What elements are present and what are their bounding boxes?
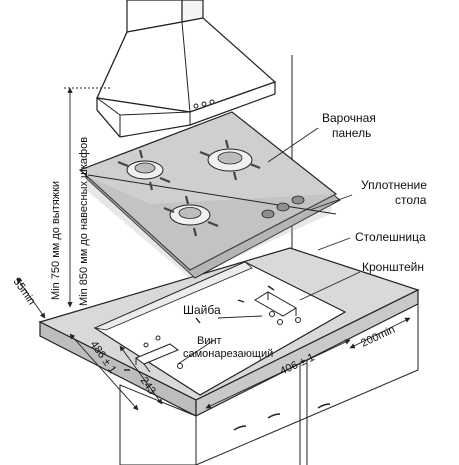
- label-min-750: Min 750 мм до вытяжки: [50, 181, 62, 300]
- label-countertop: Столешница: [355, 230, 426, 244]
- label-washer: Шайба: [183, 303, 221, 317]
- washer-icon: [269, 311, 275, 317]
- washer-icon: [177, 363, 183, 369]
- washer-icon: [155, 335, 161, 341]
- hood-button-icon: [201, 101, 207, 107]
- washer-icon: [295, 317, 301, 323]
- knob-icon: [291, 195, 305, 205]
- screw-icon: [195, 317, 201, 324]
- label-min-850: Min 850 мм до навесных шкафов: [78, 137, 90, 306]
- screw-icon: [237, 299, 245, 303]
- pan-support-icon: [117, 139, 261, 237]
- label-hob-line1: Варочная: [322, 111, 376, 125]
- range-hood: [96, 0, 277, 138]
- washer-icon: [277, 319, 283, 325]
- knob-icon: [276, 202, 290, 212]
- label-hob-line2: панель: [332, 126, 371, 140]
- knob-icon: [261, 209, 275, 219]
- label-screw-line2: самонарезающий: [183, 348, 273, 360]
- gas-hob: [78, 111, 341, 279]
- label-bracket: Кронштейн: [362, 260, 424, 274]
- washer-icon: [143, 342, 149, 348]
- label-seal-line1: Уплотнение: [361, 178, 427, 192]
- cabinet-handle-icon: [267, 413, 281, 419]
- hood-button-icon: [193, 103, 199, 109]
- hood-button-icon: [209, 99, 215, 105]
- bracket-right: [237, 285, 301, 325]
- cabinet-handle-icon: [233, 425, 247, 431]
- hob-knobs: [261, 195, 305, 219]
- label-55min: 55min: [11, 276, 38, 307]
- dimension-lines: [16, 87, 411, 411]
- label-screw-line1: Винт: [197, 335, 222, 347]
- screw-icon: [267, 285, 275, 291]
- label-seal-line2: стола: [395, 193, 427, 207]
